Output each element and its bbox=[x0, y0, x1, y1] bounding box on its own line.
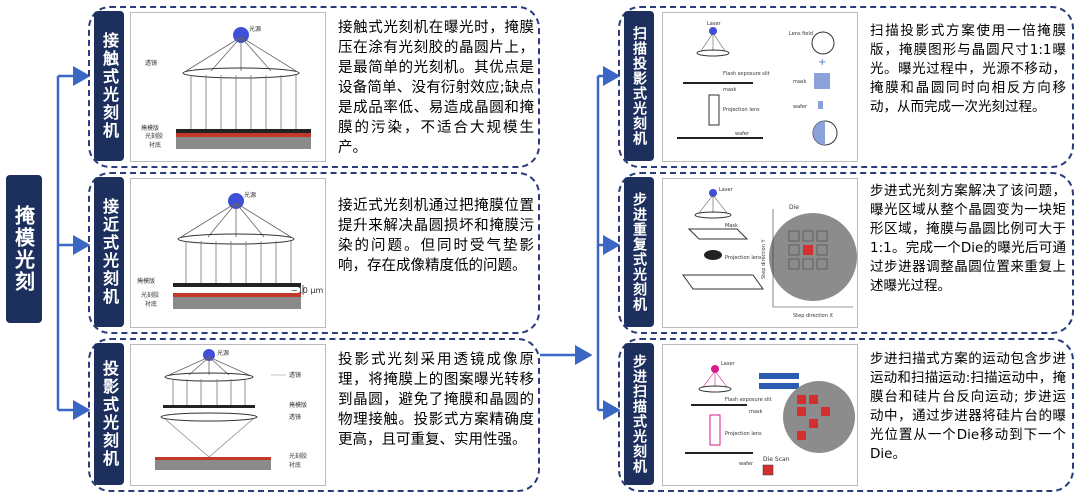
step-repeat-figure: Laser Mask Die Projection lens Step dire… bbox=[662, 178, 858, 328]
contact-card bbox=[88, 6, 540, 168]
step-repeat-description: 步进式光刻方案解决了该问题，曝光区域从整个晶圆变为一块矩形区域，掩膜与晶圆比例可… bbox=[870, 183, 1066, 294]
step-repeat-fig-label-5: Step direction Y bbox=[761, 239, 767, 279]
step-repeat-fig-label-3: Projection lens bbox=[725, 255, 762, 261]
step-scan-description: 步进扫描式方案的运动包含步进运动和扫描运动:扫描运动中，掩膜台和硅片台反向运动;… bbox=[870, 351, 1066, 462]
contact-fig-label-4: 衬底 bbox=[149, 141, 161, 149]
contact-fig-label-3: 光刻胶 bbox=[145, 132, 163, 140]
contact-fig-label-0: 光源 bbox=[249, 25, 261, 33]
projection-fig-label-4: 光刻胶 bbox=[289, 452, 307, 460]
proximity-fig-label-4: ~10 μm bbox=[291, 286, 324, 295]
scan-fig-label-7: wafer bbox=[793, 104, 808, 110]
root-label: 掩模光刻 bbox=[11, 205, 36, 293]
scan-card bbox=[618, 6, 1074, 168]
step-repeat-fig-label-1: Mask bbox=[725, 223, 738, 229]
step-scan-label-box: 步进扫描式光刻机 bbox=[624, 343, 654, 485]
scan-figure: + Laser Flash exposure slit mask Project… bbox=[662, 12, 858, 162]
projection-card bbox=[88, 338, 540, 492]
projection-fig-label-0: 光源 bbox=[217, 349, 229, 357]
step-scan-fig-label-2: Projection lens bbox=[725, 431, 762, 437]
projection-label: 投影式光刻机 bbox=[100, 360, 119, 468]
step-scan-label: 步进扫描式光刻机 bbox=[631, 354, 647, 474]
proximity-fig-label-0: 光源 bbox=[244, 191, 256, 199]
projection-description: 投影式光刻采用透镜成像原理，将掩膜上的图案曝光转移到晶圆，避免了掩膜和晶圆的物理… bbox=[338, 352, 534, 448]
proximity-description: 接近式光刻机通过把掩膜位置提升来解决晶圆损坏和掩膜污染的问题。但同时受气垫影响，… bbox=[338, 198, 534, 274]
step-scan-fig-label-1: Flash exposure slit bbox=[725, 397, 772, 403]
step-repeat-label: 步进重复式光刻机 bbox=[631, 192, 647, 312]
scan-fig-label-5: Lens field bbox=[789, 31, 813, 37]
step-scan-card bbox=[618, 338, 1074, 492]
contact-figure-svg: 光源 透镜 掩模版 光刻胶 衬底 bbox=[141, 25, 311, 149]
projection-fig-label-3: 透镜 bbox=[289, 413, 301, 421]
step-repeat-figure-svg: Laser Mask Die Projection lens Step dire… bbox=[682, 187, 857, 319]
step-scan-figure-svg: Laser Flash exposure slit Projection len… bbox=[685, 361, 855, 476]
proximity-fig-label-3: 衬底 bbox=[145, 300, 157, 308]
contact-label: 接触式光刻机 bbox=[100, 32, 119, 140]
projection-fig-label-2: 掩模版 bbox=[289, 401, 307, 409]
scan-fig-label-1: Flash exposure slit bbox=[723, 71, 770, 77]
step-repeat-card bbox=[618, 172, 1074, 334]
scan-fig-label-6: mask bbox=[793, 79, 807, 85]
contact-figure: 光源 透镜 掩模版 光刻胶 衬底 bbox=[130, 12, 326, 162]
contact-fig-label-1: 透镜 bbox=[145, 59, 157, 67]
step-scan-figure: Laser Flash exposure slit Projection len… bbox=[662, 344, 858, 486]
proximity-fig-label-1: 掩模版 bbox=[137, 277, 155, 285]
step-repeat-fig-label-4: Step direction X bbox=[793, 313, 833, 319]
root-node: 掩模光刻 bbox=[6, 175, 42, 323]
scan-fig-label-4: wafer bbox=[735, 131, 750, 137]
scan-description: 扫描投影式方案使用一倍掩膜版，掩膜图形与晶圆尺寸1:1曝光。曝光过程中，光源不移… bbox=[870, 23, 1066, 115]
scan-fig-label-3: Projection lens bbox=[723, 107, 760, 113]
step-scan-fig-label-0: Laser bbox=[721, 361, 736, 367]
step-scan-fig-label-3: Die Scan bbox=[763, 456, 790, 463]
contact-description: 接触式光刻机在曝光时，掩膜压在涂有光刻胶的晶圆片上，是最简单的光刻机。其优点是设… bbox=[338, 20, 534, 156]
proximity-card bbox=[88, 172, 540, 334]
step-repeat-fig-label-0: Laser bbox=[719, 187, 734, 193]
step-repeat-fig-label-2: Die bbox=[789, 204, 799, 211]
projection-figure-svg: 光源 透镜 掩模版 透镜 光刻胶 衬底 bbox=[155, 349, 307, 470]
projection-label-box: 投影式光刻机 bbox=[94, 343, 124, 485]
scan-fig-label-0: Laser bbox=[707, 21, 722, 27]
proximity-figure: 光源 掩模版 光刻胶 衬底 ~10 μm bbox=[130, 178, 326, 328]
contact-fig-label-2: 掩模版 bbox=[141, 124, 159, 132]
scan-figure-svg: + Laser Flash exposure slit mask Project… bbox=[677, 21, 838, 146]
svg-text:+: + bbox=[818, 57, 826, 68]
proximity-figure-svg: 光源 掩模版 光刻胶 衬底 ~10 μm bbox=[137, 191, 324, 309]
projection-fig-label-1: 透镜 bbox=[289, 371, 301, 379]
proximity-label-box: 接近式光刻机 bbox=[94, 177, 124, 327]
proximity-label: 接近式光刻机 bbox=[100, 198, 119, 306]
contact-label-box: 接触式光刻机 bbox=[94, 11, 124, 161]
scan-label: 扫描投影式光刻机 bbox=[631, 26, 647, 146]
step-scan-fig-label-4: wafer bbox=[739, 461, 754, 467]
proximity-fig-label-2: 光刻胶 bbox=[141, 291, 159, 299]
step-scan-fig-label-5: mask bbox=[749, 409, 763, 415]
scan-label-box: 扫描投影式光刻机 bbox=[624, 11, 654, 161]
projection-fig-label-5: 衬底 bbox=[289, 461, 301, 469]
scan-fig-label-2: mask bbox=[723, 87, 737, 93]
projection-figure: 光源 透镜 掩模版 透镜 光刻胶 衬底 bbox=[130, 344, 326, 486]
step-repeat-label-box: 步进重复式光刻机 bbox=[624, 177, 654, 327]
